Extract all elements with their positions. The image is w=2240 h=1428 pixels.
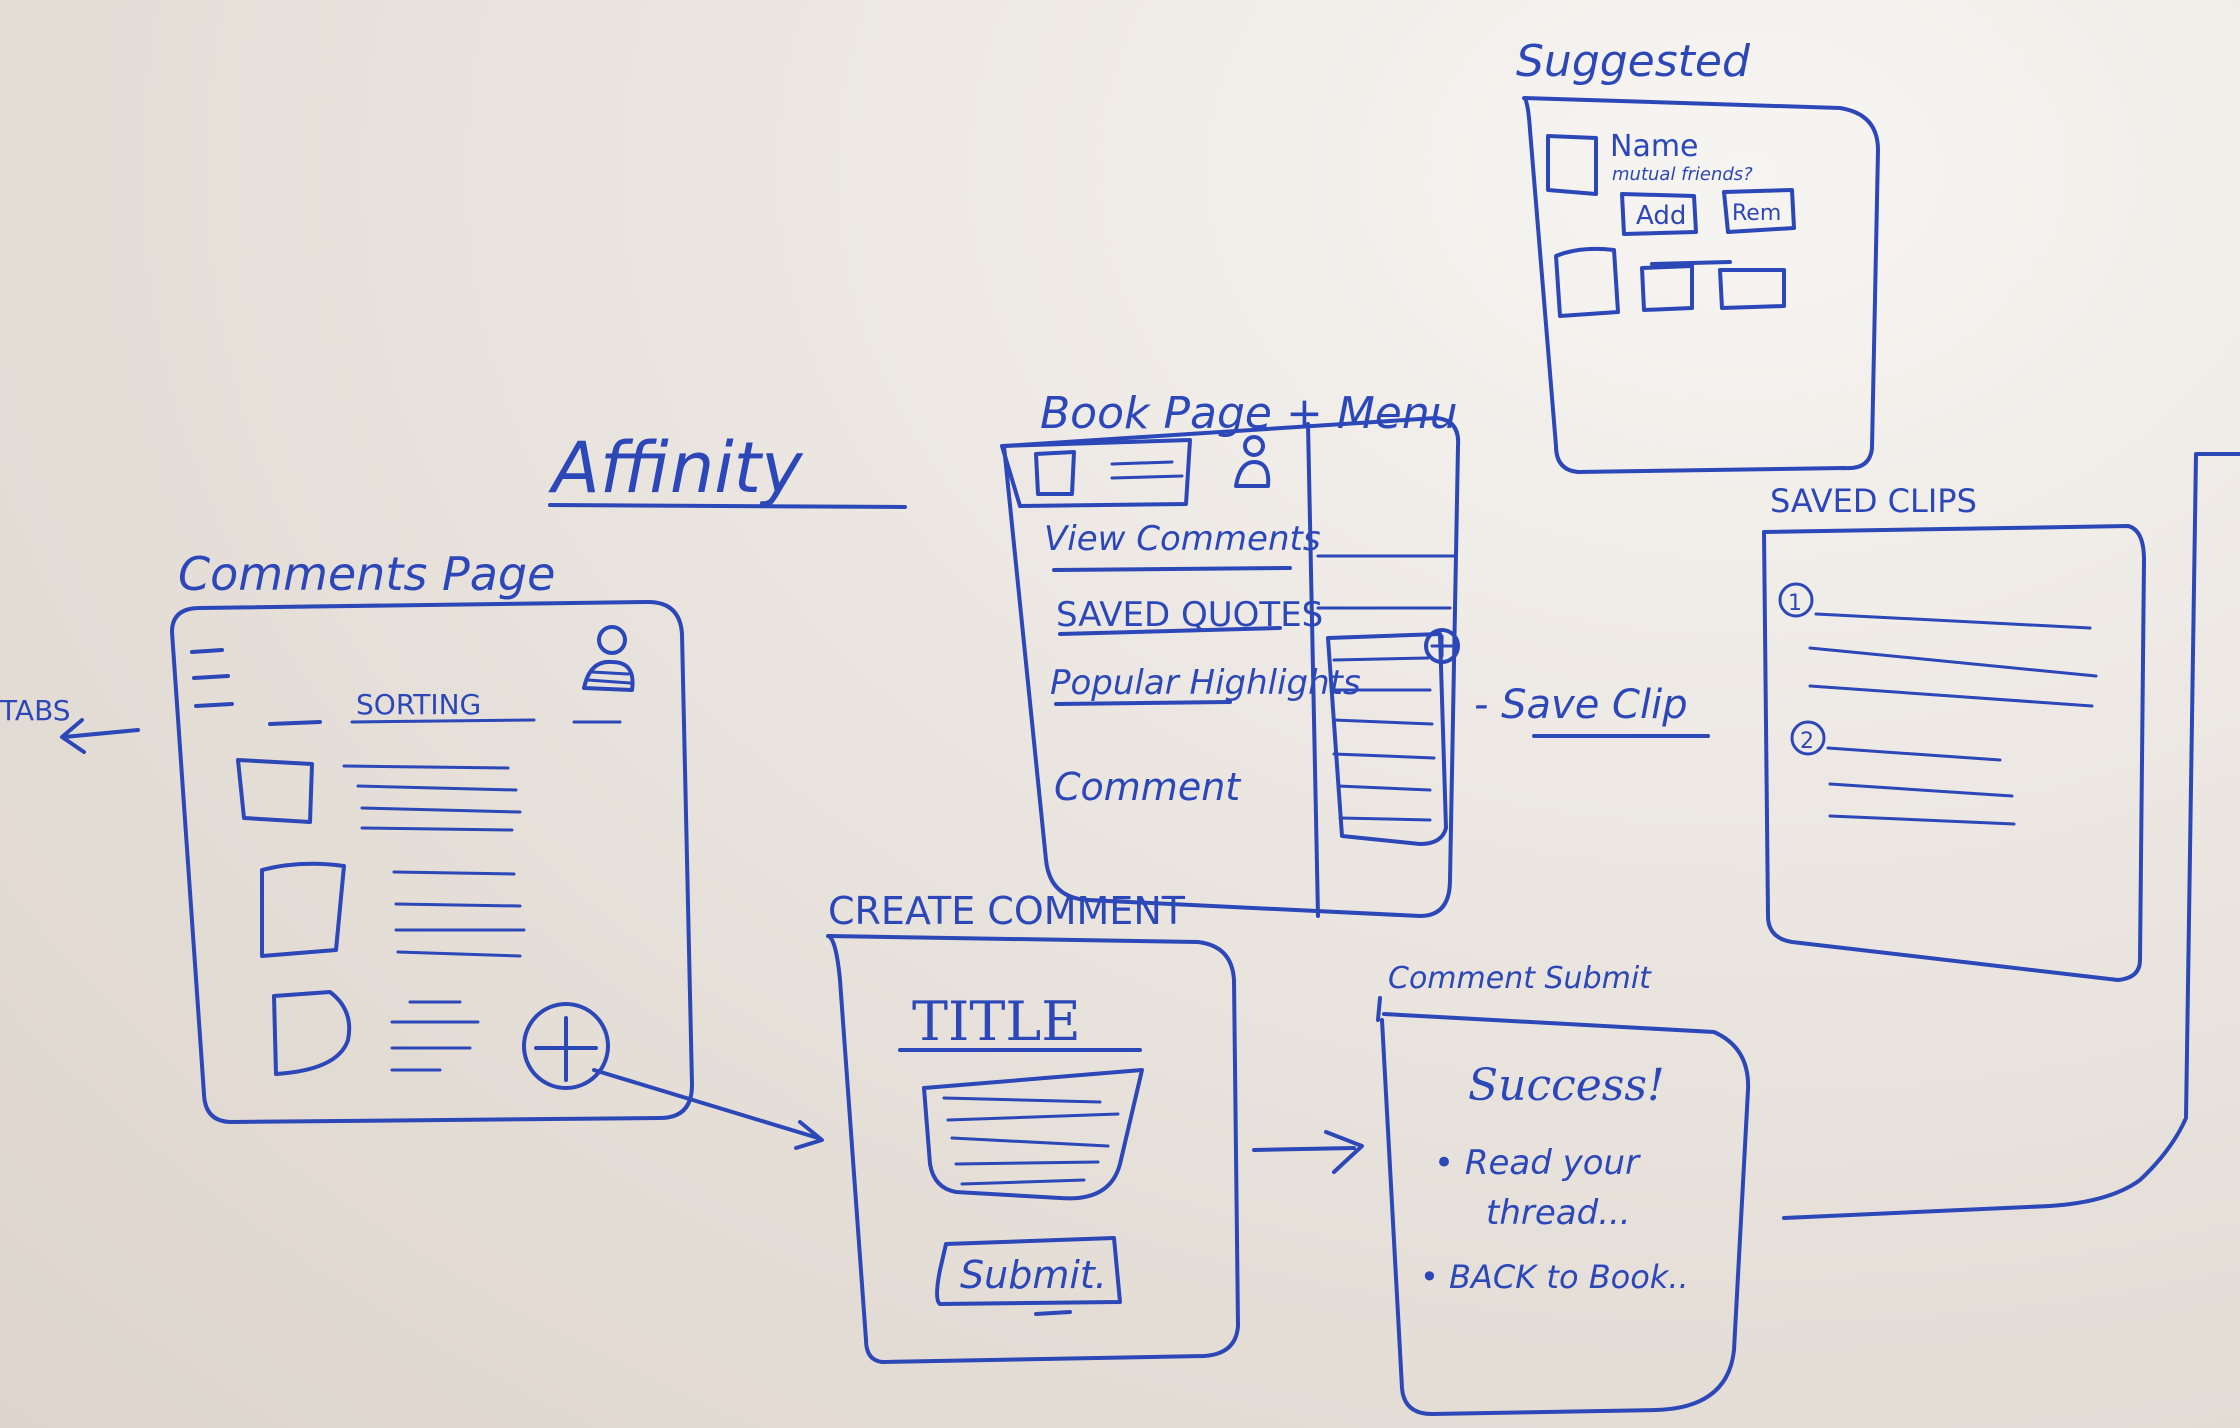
menu-divider <box>1306 422 1320 918</box>
comment-row[interactable] <box>260 861 526 958</box>
tabs-arrow <box>60 718 140 754</box>
highlight-panel <box>1326 632 1448 846</box>
save-clip-plus-icon[interactable] <box>1424 628 1460 664</box>
back-to-book-link[interactable]: • BACK to Book.. <box>1420 1258 1689 1296</box>
suggested-friend-card[interactable]: Name mutual friends? Add Rem <box>1546 129 1796 236</box>
comments-page-heading: Comments Page <box>178 547 555 601</box>
saved-clips-heading: SAVED CLIPS <box>1770 482 1977 520</box>
affinity-title: Affinity <box>548 427 804 509</box>
menu-underline <box>1058 626 1282 636</box>
flow-arrow-to-submit <box>1252 1130 1364 1174</box>
menu-underline <box>1052 566 1292 572</box>
comment-row[interactable] <box>272 990 480 1076</box>
submit-underline <box>1034 1310 1072 1316</box>
comments-page-frame <box>170 600 694 1124</box>
saved-clips-frame <box>1762 524 2146 982</box>
save-clip-label: - Save Clip <box>1474 682 1688 728</box>
sort-dash <box>268 720 322 726</box>
comment-submit-frame <box>1376 996 1751 1416</box>
submit-button[interactable]: Submit. <box>935 1236 1122 1306</box>
mutual-friends: mutual friends? <box>1612 164 1753 185</box>
comment-row[interactable] <box>236 758 522 832</box>
book-page-frame <box>1002 416 1461 918</box>
title-field-label: TITLE <box>912 990 1081 1053</box>
add-comment-button[interactable] <box>522 1002 610 1090</box>
submit-label: Submit. <box>960 1253 1107 1297</box>
tabs-note: TABS <box>0 694 71 727</box>
partial-frame-right <box>1782 452 2240 1220</box>
suggested-row[interactable] <box>1554 246 1786 318</box>
friend-photo <box>1546 134 1598 196</box>
hamburger-icon[interactable] <box>190 648 234 708</box>
clip-number: 2 <box>1800 729 1814 754</box>
affinity-underline <box>548 503 907 509</box>
read-thread-link[interactable]: • Read your <box>1434 1143 1641 1183</box>
friend-name: Name <box>1610 129 1699 164</box>
suggested-frame <box>1522 96 1880 474</box>
menu-item-popular-highlights[interactable]: Popular Highlights <box>1050 663 1361 703</box>
sorting-underline <box>350 718 536 724</box>
flow-arrow-to-create <box>592 1068 824 1150</box>
add-friend-label: Add <box>1636 201 1686 231</box>
success-message: Success! <box>1468 1060 1665 1111</box>
create-comment-heading: CREATE COMMENT <box>828 889 1186 933</box>
saved-clip-item[interactable]: 1 <box>1778 582 2098 708</box>
menu-item-comment[interactable]: Comment <box>1054 765 1242 809</box>
saved-clip-item[interactable]: 2 <box>1790 720 2016 826</box>
create-comment-frame <box>826 934 1240 1364</box>
page-text-lines <box>1316 554 1456 610</box>
comment-submit-heading: Comment Submit <box>1388 961 1652 996</box>
add-friend-button[interactable] <box>1620 192 1698 236</box>
clip-number: 1 <box>1788 591 1802 616</box>
avatar-icon[interactable] <box>1234 435 1271 488</box>
avatar-icon[interactable] <box>582 625 635 692</box>
sorting-label[interactable]: SORTING <box>356 688 481 721</box>
read-thread-link-cont[interactable]: thread... <box>1486 1193 1631 1233</box>
suggested-heading: Suggested <box>1516 36 1751 87</box>
remove-friend-label: Rem <box>1732 201 1781 226</box>
remove-friend-button[interactable] <box>1722 188 1796 234</box>
comment-body-input[interactable] <box>922 1068 1144 1201</box>
menu-underline <box>1054 700 1232 706</box>
menu-header[interactable] <box>1000 438 1192 508</box>
menu-item-view-comments[interactable]: View Comments <box>1044 519 1321 559</box>
